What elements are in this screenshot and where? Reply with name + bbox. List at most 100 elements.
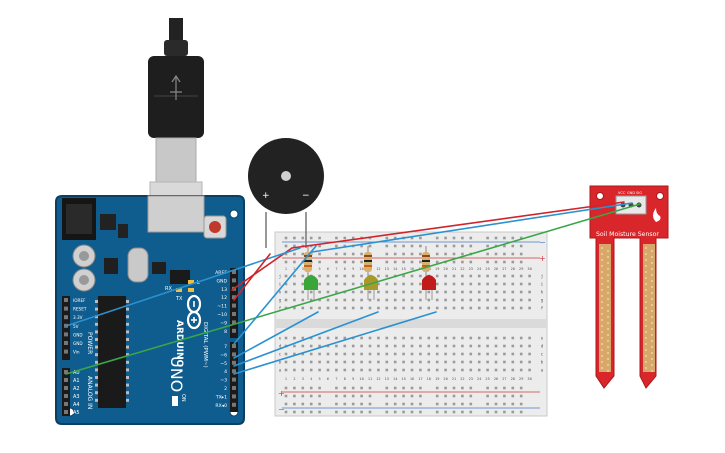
- breadboard-hole[interactable]: [469, 352, 473, 356]
- breadboard-hole[interactable]: [368, 244, 372, 248]
- breadboard-hole[interactable]: [368, 352, 372, 356]
- breadboard-hole[interactable]: [519, 244, 523, 248]
- breadboard-hole[interactable]: [335, 336, 338, 340]
- breadboard-hole[interactable]: [393, 360, 397, 364]
- breadboard-hole[interactable]: [284, 410, 288, 414]
- breadboard-hole[interactable]: [444, 368, 447, 372]
- breadboard-hole[interactable]: [494, 252, 498, 256]
- breadboard-hole[interactable]: [503, 386, 506, 390]
- breadboard-hole[interactable]: [477, 274, 481, 278]
- breadboard-hole[interactable]: [318, 410, 321, 414]
- header-pin[interactable]: [64, 378, 68, 382]
- breadboard-hole[interactable]: [377, 336, 380, 340]
- breadboard-hole[interactable]: [360, 290, 363, 294]
- breadboard-hole[interactable]: [444, 394, 447, 398]
- breadboard-hole[interactable]: [511, 290, 515, 294]
- header-pin[interactable]: [232, 328, 236, 333]
- breadboard-hole[interactable]: [469, 306, 473, 310]
- breadboard-hole[interactable]: [284, 244, 288, 248]
- breadboard-hole[interactable]: [452, 236, 456, 240]
- breadboard-hole[interactable]: [385, 360, 389, 364]
- breadboard-hole[interactable]: [393, 336, 397, 340]
- header-pin[interactable]: [64, 410, 68, 414]
- breadboard-hole[interactable]: [351, 290, 355, 294]
- breadboard-hole[interactable]: [435, 282, 439, 286]
- breadboard-hole[interactable]: [377, 344, 380, 348]
- breadboard-hole[interactable]: [293, 336, 296, 340]
- breadboard-hole[interactable]: [486, 336, 489, 340]
- breadboard-hole[interactable]: [461, 394, 464, 398]
- breadboard-hole[interactable]: [469, 244, 473, 248]
- breadboard-hole[interactable]: [351, 352, 355, 356]
- breadboard-hole[interactable]: [385, 344, 389, 348]
- breadboard-hole[interactable]: [351, 236, 355, 240]
- breadboard-hole[interactable]: [377, 352, 380, 356]
- breadboard-hole[interactable]: [435, 394, 439, 398]
- breadboard-hole[interactable]: [360, 386, 363, 390]
- breadboard-hole[interactable]: [284, 360, 288, 364]
- breadboard-hole[interactable]: [318, 290, 321, 294]
- breadboard-hole[interactable]: [402, 394, 405, 398]
- breadboard-hole[interactable]: [444, 274, 447, 278]
- header-pin[interactable]: [64, 332, 68, 337]
- breadboard-hole[interactable]: [335, 298, 338, 302]
- breadboard-hole[interactable]: [410, 368, 414, 372]
- breadboard-hole[interactable]: [419, 360, 422, 364]
- breadboard-hole[interactable]: [503, 394, 506, 398]
- breadboard-hole[interactable]: [301, 298, 305, 302]
- breadboard-hole[interactable]: [477, 344, 481, 348]
- breadboard-hole[interactable]: [452, 402, 456, 406]
- breadboard-hole[interactable]: [452, 386, 456, 390]
- breadboard-hole[interactable]: [385, 282, 389, 286]
- breadboard-hole[interactable]: [402, 274, 405, 278]
- breadboard-hole[interactable]: [503, 274, 506, 278]
- breadboard-hole[interactable]: [419, 252, 422, 256]
- breadboard-hole[interactable]: [360, 360, 363, 364]
- breadboard-hole[interactable]: [511, 244, 515, 248]
- breadboard-hole[interactable]: [435, 368, 439, 372]
- breadboard-hole[interactable]: [343, 386, 347, 390]
- breadboard-hole[interactable]: [486, 344, 489, 348]
- breadboard-hole[interactable]: [393, 352, 397, 356]
- breadboard-hole[interactable]: [486, 352, 489, 356]
- breadboard-hole[interactable]: [427, 368, 431, 372]
- header-pin[interactable]: [232, 377, 236, 382]
- breadboard-hole[interactable]: [477, 290, 481, 294]
- breadboard-hole[interactable]: [461, 298, 464, 302]
- breadboard-hole[interactable]: [461, 252, 464, 256]
- breadboard-hole[interactable]: [452, 244, 456, 248]
- breadboard-hole[interactable]: [326, 290, 330, 294]
- breadboard-hole[interactable]: [519, 410, 523, 414]
- breadboard-hole[interactable]: [318, 260, 321, 264]
- breadboard-hole[interactable]: [284, 282, 288, 286]
- breadboard-hole[interactable]: [335, 252, 338, 256]
- breadboard-hole[interactable]: [494, 274, 498, 278]
- breadboard-hole[interactable]: [402, 402, 405, 406]
- breadboard-hole[interactable]: [494, 344, 498, 348]
- breadboard-hole[interactable]: [377, 360, 380, 364]
- breadboard-hole[interactable]: [301, 290, 305, 294]
- breadboard-hole[interactable]: [511, 236, 515, 240]
- breadboard-hole[interactable]: [343, 282, 347, 286]
- breadboard-hole[interactable]: [486, 394, 489, 398]
- breadboard-hole[interactable]: [309, 344, 313, 348]
- breadboard-hole[interactable]: [427, 306, 431, 310]
- breadboard-hole[interactable]: [318, 352, 321, 356]
- breadboard-hole[interactable]: [444, 244, 447, 248]
- breadboard-hole[interactable]: [301, 394, 305, 398]
- breadboard-hole[interactable]: [452, 394, 456, 398]
- header-pin[interactable]: [64, 341, 68, 345]
- breadboard-hole[interactable]: [444, 252, 447, 256]
- breadboard-hole[interactable]: [419, 282, 422, 286]
- breadboard-hole[interactable]: [427, 298, 431, 302]
- breadboard-hole[interactable]: [284, 386, 288, 390]
- breadboard-hole[interactable]: [503, 344, 506, 348]
- breadboard-hole[interactable]: [309, 352, 313, 356]
- breadboard-hole[interactable]: [503, 244, 506, 248]
- breadboard-hole[interactable]: [452, 290, 456, 294]
- breadboard-hole[interactable]: [511, 394, 515, 398]
- breadboard-hole[interactable]: [326, 344, 330, 348]
- breadboard-hole[interactable]: [410, 236, 414, 240]
- breadboard-hole[interactable]: [368, 290, 372, 294]
- breadboard-hole[interactable]: [452, 274, 456, 278]
